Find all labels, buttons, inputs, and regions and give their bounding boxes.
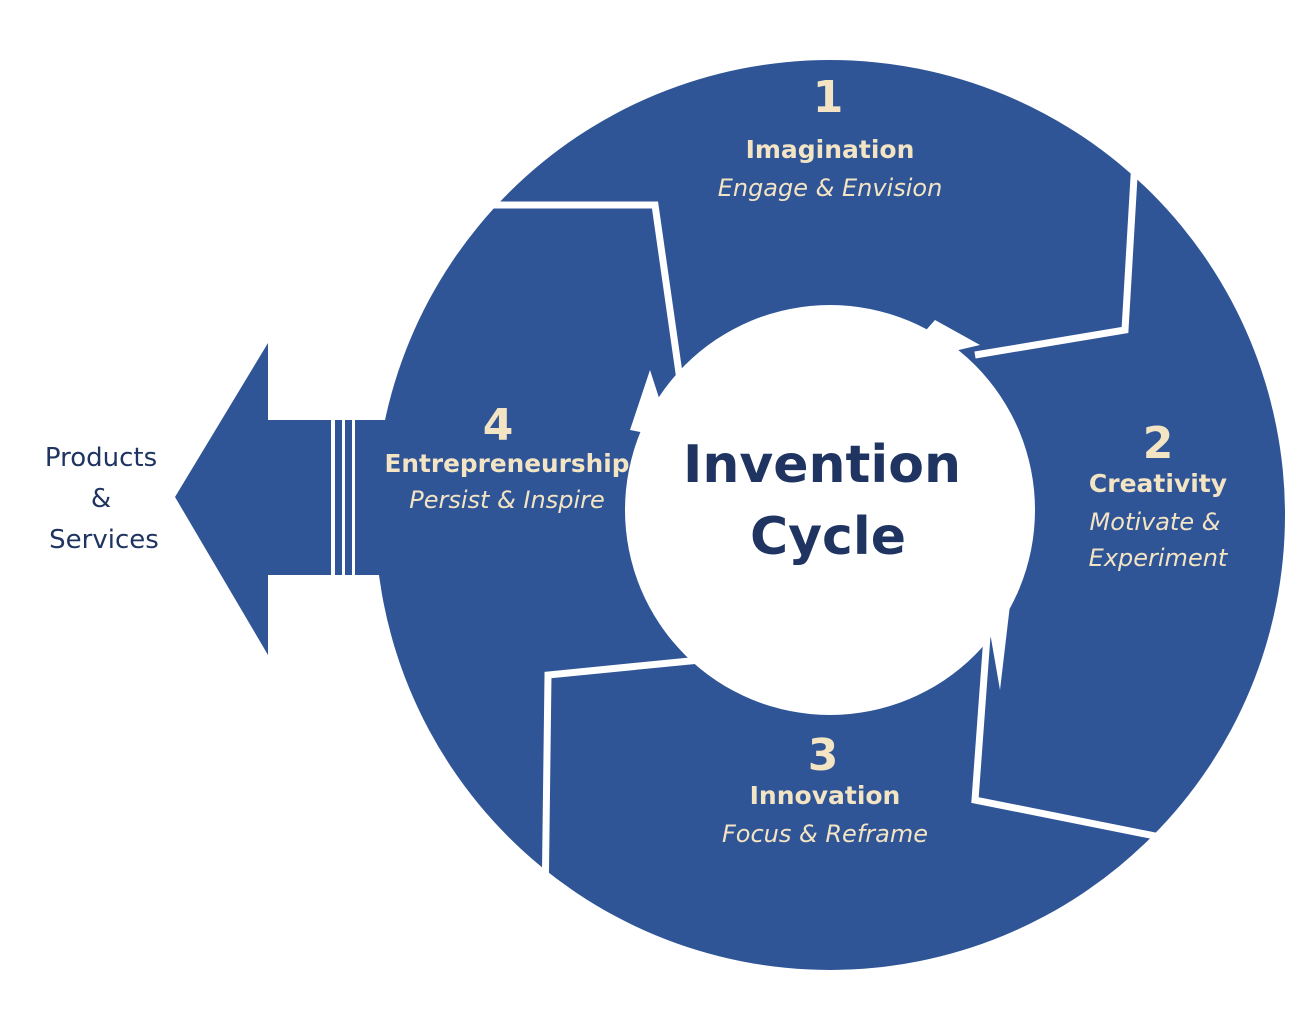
stage-1-number: 1	[813, 72, 844, 123]
output-line-2: &	[91, 484, 111, 514]
center-title-line2: Cycle	[750, 507, 906, 567]
output-label: Products & Services	[45, 443, 159, 555]
stage-3-subtitle: Focus & Reframe	[722, 820, 928, 848]
stage-3-number: 3	[808, 730, 839, 781]
stage-4-title: Entrepreneurship	[385, 449, 630, 478]
stage-4-entrepreneurship: 4 Entrepreneurship Persist & Inspire	[385, 400, 630, 514]
stage-2-title: Creativity	[1089, 469, 1227, 498]
cycle-center	[625, 305, 1035, 715]
arrow-separators	[425, 159, 1201, 911]
stage-1-title: Imagination	[746, 135, 915, 164]
stage-2-subtitle-line1: Motivate &	[1090, 508, 1221, 536]
stage-3-title: Innovation	[750, 781, 901, 810]
stage-4-subtitle: Persist & Inspire	[409, 486, 605, 514]
stage-2-creativity: 2 Creativity Motivate & Experiment	[1089, 418, 1229, 572]
stage-1-imagination: 1 Imagination Engage & Envision	[718, 72, 943, 202]
output-line-3: Services	[49, 525, 159, 555]
stage-4-number: 4	[483, 400, 514, 451]
arrowhead-notches	[630, 320, 1010, 700]
output-line-1: Products	[45, 443, 157, 473]
output-arrow	[175, 343, 400, 655]
stage-2-subtitle-line2: Experiment	[1089, 544, 1229, 572]
stage-2-number: 2	[1143, 418, 1174, 469]
stage-1-subtitle: Engage & Envision	[718, 174, 943, 202]
center-title-line1: Invention	[683, 435, 961, 495]
stage-3-innovation: 3 Innovation Focus & Reframe	[722, 730, 928, 848]
